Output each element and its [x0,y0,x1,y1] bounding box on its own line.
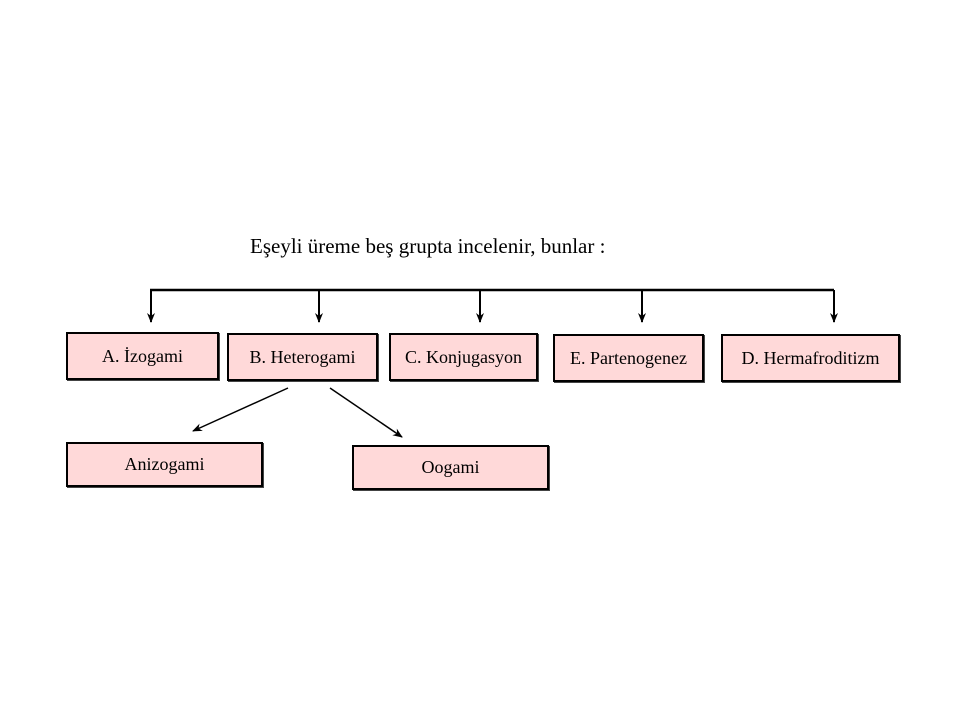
anizogami-label: Anizogami [124,454,205,474]
group-b-box: B. Heterogami [227,333,378,381]
group-e-box: E. Partenogenez [553,334,704,382]
group-e-label: E. Partenogenez [570,347,687,368]
arrow-to-anizogami [192,387,289,432]
group-c-label: C. Konjugasyon [405,346,522,367]
group-a-label: A. İzogami [102,345,183,366]
group-d-label: D. Hermafroditizm [741,347,880,368]
oogami-box: Oogami [352,445,549,490]
group-a-box: A. İzogami [66,332,219,380]
oogami-label: Oogami [421,457,480,477]
diagram-heading: Eşeyli üreme beş grupta incelenir, bunla… [250,234,606,258]
arrow-to-oogami [329,387,403,438]
anizogami-box: Anizogami [66,442,263,487]
group-b-label: B. Heterogami [249,346,356,367]
group-d-box: D. Hermafroditizm [721,334,900,382]
group-c-box: C. Konjugasyon [389,333,538,381]
